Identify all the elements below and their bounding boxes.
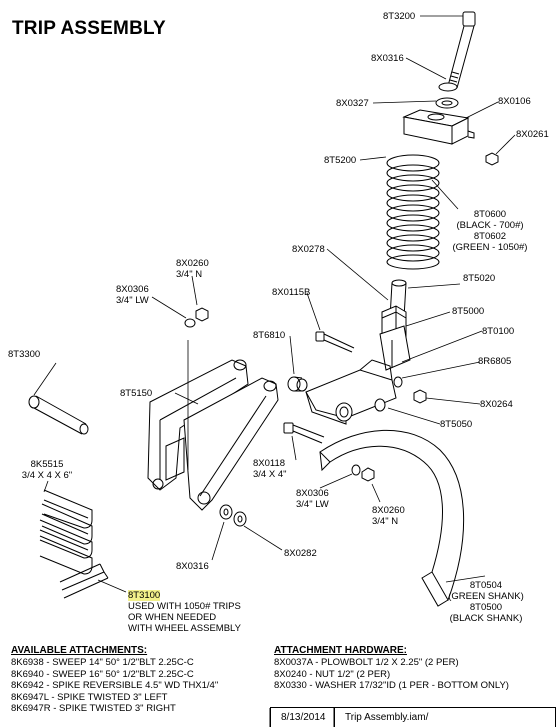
label-8R6805: 8R6805: [478, 356, 512, 367]
nut-8X0260-lower: [361, 467, 375, 482]
attachments-list: 8K6938 - SWEEP 14" 50° 1/2"BLT 2.25C-C 8…: [11, 657, 218, 715]
label-8T0602-code: 8T0602: [473, 231, 507, 242]
label-8X0306-lower-size: 3/4" LW: [296, 499, 329, 510]
label-8T5020: 8T5020: [463, 273, 496, 284]
label-8T3200: 8T3200: [383, 11, 416, 22]
list-item: 8K6938 - SWEEP 14" 50° 1/2"BLT 2.25C-C: [11, 657, 194, 668]
label-8T0600-code: 8T0600: [473, 209, 507, 220]
u-bolts-8K5515: [39, 489, 93, 575]
list-item: 8X0037A - PLOWBOLT 1/2 X 2.25" (2 PER): [274, 657, 459, 668]
label-8T0500-code: 8T0500: [469, 602, 503, 613]
label-8X0260-lower-size: 3/4" N: [372, 516, 399, 527]
label-8X0261: 8X0261: [516, 129, 549, 140]
label-8K5515-size: 3/4 X 4 X 6": [21, 470, 73, 481]
page-title: TRIP ASSEMBLY: [12, 18, 166, 39]
label-8T0504-code: 8T0504: [469, 580, 503, 591]
label-8X0260-lower-code: 8X0260: [372, 505, 405, 516]
label-8X0306-upper-code: 8X0306: [116, 284, 149, 295]
label-8T3100-note1: USED WITH 1050# TRIPS: [128, 601, 241, 612]
nut-8X0260-upper: [195, 307, 209, 322]
washer-8X0306-lower: [351, 464, 361, 476]
label-8X0118-code: 8X0118: [253, 458, 286, 469]
label-8T3300: 8T3300: [8, 349, 41, 360]
washer-8X0316: [438, 82, 458, 92]
hardware-header: ATTACHMENT HARDWARE:: [274, 645, 407, 656]
list-item: 8X0240 - NUT 1/2" (2 PER): [274, 668, 391, 680]
washer-8X0327: [435, 97, 459, 109]
leader-lines: [33, 15, 516, 593]
label-8T0602-note: (GREEN - 1050#): [452, 242, 528, 253]
label-8X0306-lower: 8X0306 3/4" LW: [296, 488, 329, 510]
label-8X0264: 8X0264: [480, 399, 513, 410]
label-8T3100-code: 8T3100: [128, 590, 161, 601]
label-8X0260-upper-code: 8X0260: [176, 258, 209, 269]
footer-filename: Trip Assembly.iam/: [334, 707, 556, 727]
pin-8R6805: [393, 376, 403, 388]
label-8T0600-note: (BLACK - 700#): [456, 220, 524, 231]
list-item: 8K6947L - SPIKE TWISTED 3" LEFT: [11, 691, 168, 703]
label-8X0327: 8X0327: [336, 98, 369, 109]
label-8T3100-note2: OR WHEN NEEDED: [128, 612, 217, 623]
label-8T3100: 8T3100 USED WITH 1050# TRIPS OR WHEN NEE…: [128, 590, 241, 634]
label-8T0600: 8T0600 (BLACK - 700#) 8T0602 (GREEN - 10…: [450, 209, 530, 253]
post-8T5000: [379, 305, 411, 371]
label-8T0504-note: (GREEN SHANK): [448, 591, 524, 602]
label-8X0260-upper: 8X0260 3/4" N: [176, 258, 209, 280]
label-8X0118: 8X0118 3/4 X 4": [253, 458, 286, 480]
label-8T5050: 8T5050: [440, 419, 473, 430]
label-8T5000: 8T5000: [452, 306, 485, 317]
label-8K5515: 8K5515 3/4 X 4 X 6": [2, 459, 92, 481]
pivot-arm-8T0100: [305, 359, 397, 425]
list-item: 8K6942 - SPIKE REVERSIBLE 4.5" WD THX1/4…: [11, 680, 219, 691]
washer-8X0306-upper: [184, 318, 196, 328]
attachments-header: AVAILABLE ATTACHMENTS:: [11, 645, 148, 656]
list-item: 8X0330 - WASHER 17/32"ID (1 PER - BOTTOM…: [274, 680, 509, 691]
bolt-8X0118: [283, 422, 325, 444]
hardware-list: 8X0037A - PLOWBOLT 1/2 X 2.25" (2 PER) 8…: [274, 657, 509, 692]
label-8X0115B: 8X0115B: [272, 287, 311, 298]
label-8T0100: 8T0100: [482, 326, 515, 337]
label-8T3100-note3: WITH WHEEL ASSEMBLY: [128, 623, 241, 634]
nut-8X0261: [485, 152, 499, 166]
bushing-8T5050: [374, 398, 386, 412]
washer-8X0316-lower: [219, 504, 247, 527]
label-8T5150: 8T5150: [120, 388, 153, 399]
spring-8T0600: [386, 154, 440, 270]
bolt-8X0115B: [315, 331, 355, 353]
label-8X0306-upper-size: 3/4" LW: [116, 295, 149, 306]
frame-8T5150: [147, 359, 279, 511]
label-8T0500-note: (BLACK SHANK): [449, 613, 523, 624]
label-8T6810: 8T6810: [253, 330, 286, 341]
shank-8T0500: [319, 429, 465, 607]
label-8X0316-lower: 8X0316: [176, 561, 209, 572]
label-8K5515-code: 8K5515: [30, 459, 64, 470]
label-8X0306-upper: 8X0306 3/4" LW: [116, 284, 149, 306]
nut-8X0264: [413, 389, 427, 404]
bushing-8T6810: [287, 376, 308, 392]
label-8X0282: 8X0282: [284, 548, 317, 559]
label-8X0106: 8X0106: [498, 96, 531, 107]
footer-date: 8/13/2014: [270, 707, 335, 727]
label-8X0306-lower-code: 8X0306: [296, 488, 329, 499]
label-8X0118-size: 3/4 X 4": [253, 469, 287, 480]
label-8T5200: 8T5200: [324, 155, 357, 166]
label-8T0504: 8T0504 (GREEN SHANK) 8T0500 (BLACK SHANK…: [440, 580, 532, 624]
block-8X0106: [402, 109, 475, 145]
pin-8T3300: [28, 395, 89, 435]
list-item: 8K6940 - SWEEP 16" 50° 1/2"BLT 2.25C-C: [11, 668, 194, 680]
label-8X0260-upper-size: 3/4" N: [176, 269, 203, 280]
list-item: 8K6947R - SPIKE TWISTED 3" RIGHT: [11, 703, 176, 714]
label-8X0278: 8X0278: [292, 244, 325, 255]
label-8X0260-lower: 8X0260 3/4" N: [372, 505, 405, 527]
bolt-8T3200: [447, 11, 476, 89]
label-8X0316: 8X0316: [371, 53, 404, 64]
